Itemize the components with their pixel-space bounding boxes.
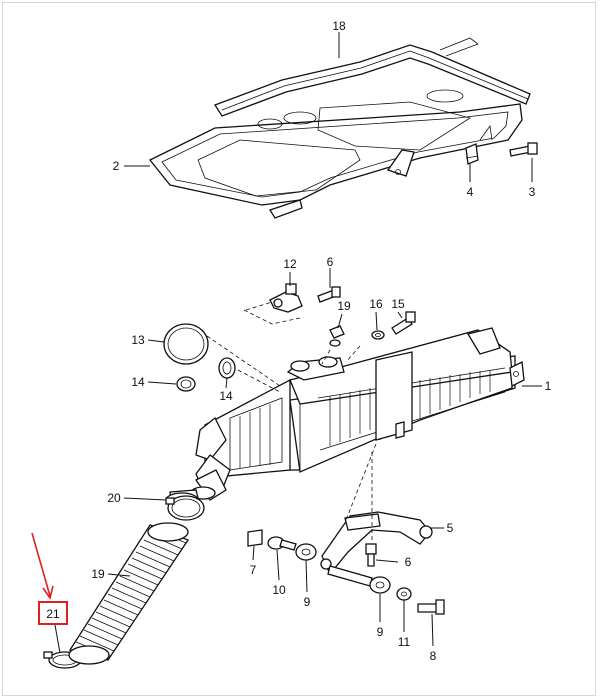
callout-12: 12	[283, 257, 297, 271]
bolt-17	[329, 325, 345, 347]
washer-16	[371, 330, 385, 340]
callout-19: 19	[91, 567, 105, 581]
o-ring-14-right	[218, 357, 236, 379]
callout-6-lower: 6	[405, 555, 412, 569]
bolt-6-top	[317, 286, 341, 303]
link-rod	[327, 565, 373, 587]
bolt-3	[509, 142, 538, 157]
callout-11: 11	[398, 635, 411, 649]
o-ring-13	[163, 323, 209, 365]
callout-16: 16	[369, 297, 383, 311]
corrugated-hose	[68, 522, 189, 665]
leader-lines	[54, 32, 542, 654]
callout-5: 5	[447, 521, 454, 535]
bolt-15	[391, 311, 416, 335]
callout-10: 10	[272, 583, 286, 597]
highlight-21: 21	[31, 532, 68, 625]
grommet-9-right	[369, 576, 391, 594]
callout-21: 21	[46, 607, 60, 621]
cover-shroud	[148, 89, 523, 219]
callout-8: 8	[430, 649, 437, 663]
hose-clamp-20	[165, 495, 205, 521]
bolt-6-lower	[365, 543, 377, 567]
callout-7: 7	[250, 563, 257, 577]
callout-1: 1	[545, 379, 552, 393]
o-ring-14-left	[176, 376, 196, 392]
washer-11	[396, 587, 412, 601]
clip-4	[465, 143, 479, 165]
callout-6-top: 6	[327, 255, 334, 269]
intercooler	[195, 327, 525, 493]
callout-18: 18	[332, 19, 346, 33]
grommet-9-left	[295, 543, 317, 561]
bolt-8	[417, 599, 445, 615]
callout-labels: 18 2 3 4 12 6 19 16 15 13 14 14 1 20 5 6…	[91, 19, 551, 663]
nut-7	[247, 529, 263, 547]
callout-2: 2	[113, 159, 120, 173]
callout-20: 20	[107, 491, 121, 505]
cooling-fins	[239, 370, 491, 468]
seal-strip	[214, 37, 531, 117]
callout-14-left: 14	[131, 375, 145, 389]
sensor-12	[269, 283, 303, 313]
callout-9-right: 9	[377, 625, 384, 639]
bracket-5	[320, 511, 433, 576]
callout-13: 13	[131, 333, 145, 347]
callout-4: 4	[467, 185, 474, 199]
callout-15: 15	[391, 297, 405, 311]
bolt-10	[267, 536, 297, 551]
callout-14-right: 14	[219, 389, 233, 403]
install-lines	[206, 301, 377, 540]
highlight-box	[38, 601, 68, 625]
callout-9-left: 9	[304, 595, 311, 609]
callout-3: 3	[529, 185, 536, 199]
callout-17: 19	[337, 299, 351, 313]
